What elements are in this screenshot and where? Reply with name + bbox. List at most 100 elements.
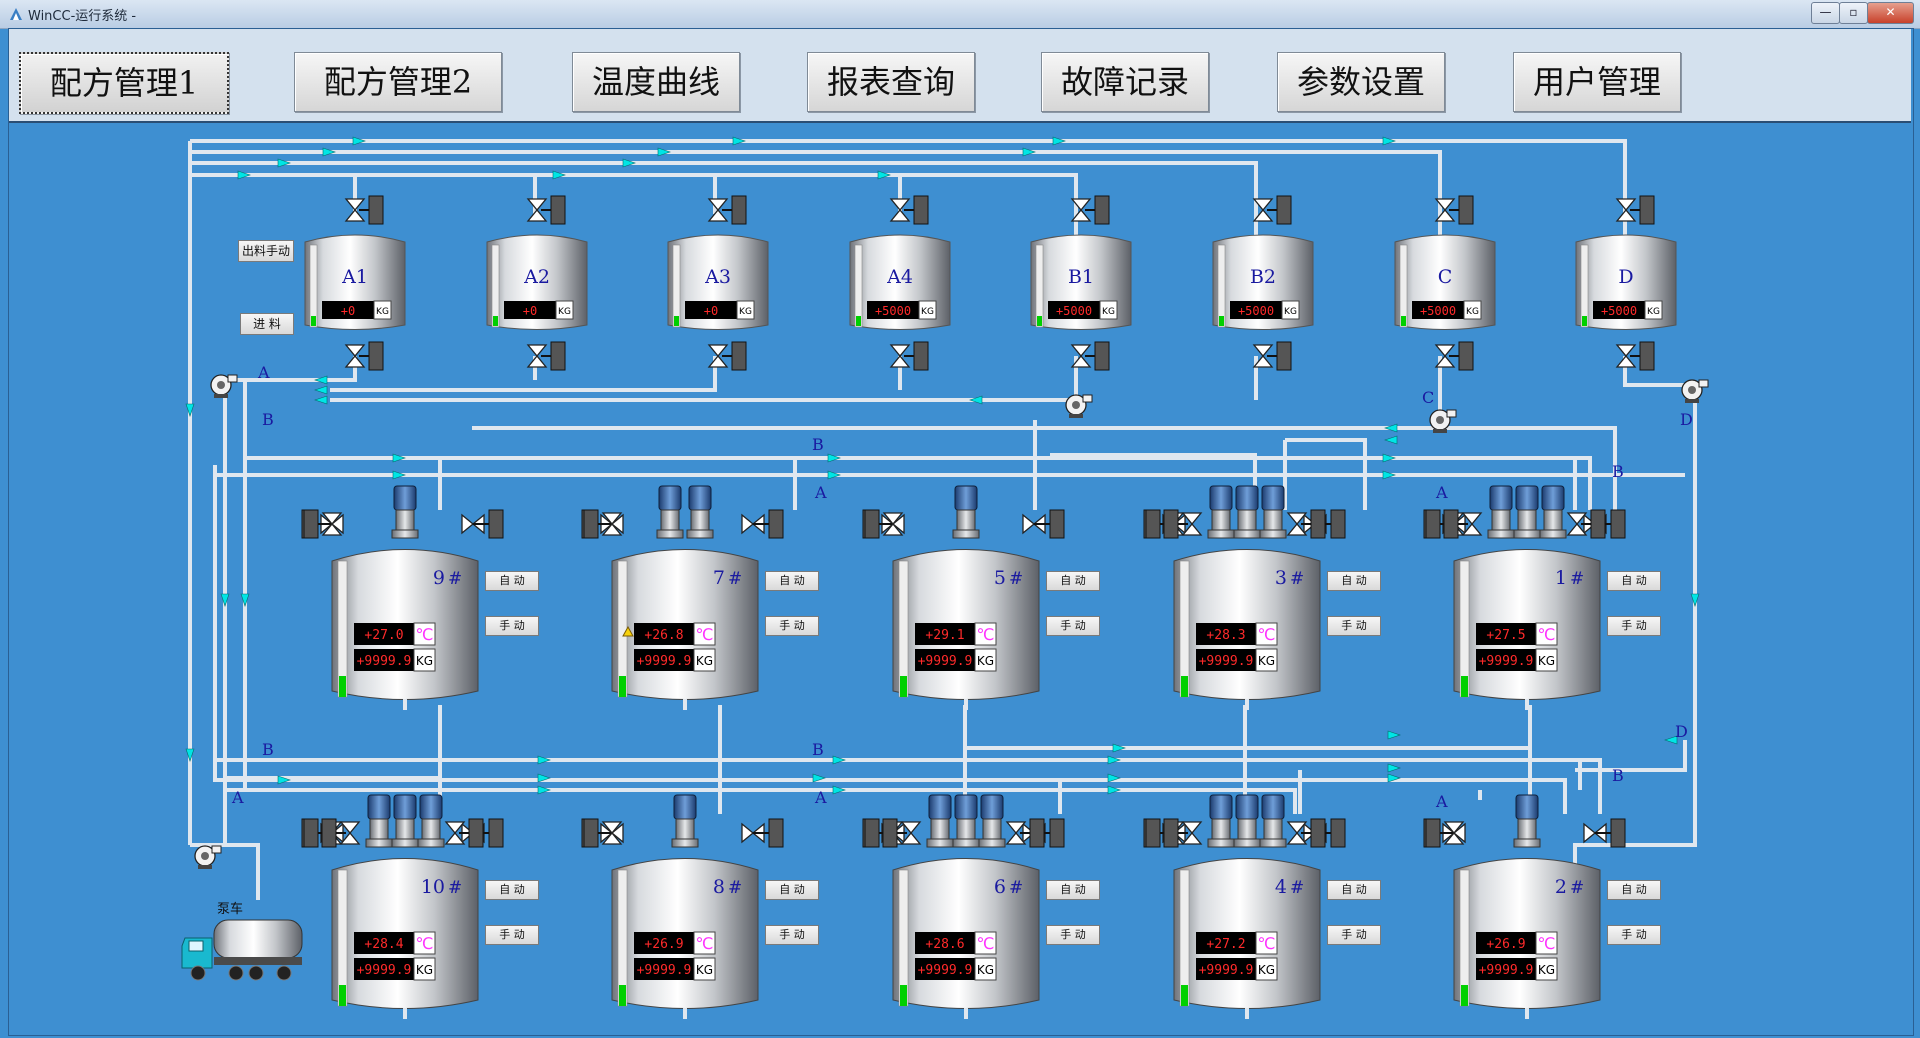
temperature-display [1476,932,1536,954]
valve-actuator [550,195,566,225]
weight-unit-box [974,648,997,672]
menu-temperature-curve-button[interactable]: 温度曲线 [572,52,740,112]
temperature-value: +28.4 [364,937,403,952]
manual-mode-button[interactable]: 手 动 [1046,616,1100,636]
gearbox [1263,818,1283,840]
weight-display [1196,958,1256,980]
motor-body [928,794,952,820]
auto-mode-button[interactable]: 自 动 [1327,571,1381,591]
temp-unit-box [974,622,997,646]
valve [1022,509,1065,539]
manual-mode-button[interactable]: 手 动 [1046,925,1100,945]
auto-mode-button[interactable]: 自 动 [1607,571,1661,591]
menu-recipe-1-button[interactable]: 配方管理1 [19,52,229,114]
manual-mode-button[interactable]: 手 动 [1327,925,1381,945]
menu-fault-record-button[interactable]: 故障记录 [1041,52,1209,112]
unit-label: KG [376,307,389,317]
valve-actuator [1590,509,1606,539]
valve [741,818,784,848]
manual-mode-button[interactable]: 手 动 [1607,616,1661,636]
line-label-b: B [1612,462,1624,481]
auto-mode-button[interactable]: 自 动 [485,880,539,900]
agitator-motor [1207,794,1235,848]
menu-parameter-settings-button[interactable]: 参数设置 [1277,52,1445,112]
auto-mode-button[interactable]: 自 动 [765,571,819,591]
valve [344,341,384,371]
pump-outlet [1082,394,1093,403]
manual-mode-button[interactable]: 手 动 [485,616,539,636]
auto-mode-button[interactable]: 自 动 [1607,880,1661,900]
valve [889,341,929,371]
valve-actuator [913,195,929,225]
valve-body [889,198,911,222]
pipe-segment [215,758,1602,814]
reactor-number: 5 [994,567,1006,589]
manual-mode-button[interactable]: 手 动 [485,925,539,945]
motor-body [1541,485,1565,511]
agitator-motor [1513,794,1541,848]
motor-body [1489,485,1513,511]
agitator-motor [952,794,980,848]
manual-mode-button[interactable]: 手 动 [765,616,819,636]
temp-unit-box [413,931,436,955]
flow-arrow [1382,453,1396,463]
manual-discharge-button[interactable]: 出料手动 [238,240,294,262]
tank-name-label: B1 [1068,266,1094,288]
flow-arrow [352,136,366,146]
truck-wheel [276,965,292,981]
motor-flange [1259,529,1287,539]
weight-value: +9999.9 [637,963,692,978]
motor-flange [1233,529,1261,539]
pump-icon [1681,379,1709,403]
agitator-motor [1513,485,1541,539]
valve-actuator [731,341,747,371]
motor-body [673,794,697,820]
manual-mode-button[interactable]: 手 动 [765,925,819,945]
pump-icon [194,845,222,869]
feed-button[interactable]: 进 料 [240,313,294,335]
valve-body [889,344,911,368]
tank-name-label: B2 [1250,266,1276,288]
pump-outlet [1698,379,1709,388]
flow-arrow [314,375,328,385]
line-label-c: C [1422,388,1434,407]
auto-mode-button[interactable]: 自 动 [1046,571,1100,591]
motor-flange [1487,529,1515,539]
auto-mode-button[interactable]: 自 动 [765,880,819,900]
weight-value: +5000 [1238,304,1274,318]
level-fill [311,316,316,326]
gearbox [369,818,389,840]
close-button[interactable]: ✕ [1867,2,1914,24]
auto-mode-button[interactable]: 自 动 [485,571,539,591]
menu-recipe-2-button[interactable]: 配方管理2 [294,52,502,112]
flow-arrow [1387,773,1401,783]
motor-body [954,485,978,511]
pump-hub [1688,386,1696,394]
minimize-button[interactable]: — [1811,2,1840,24]
temperature-display [1196,623,1256,645]
flow-arrow [877,170,891,180]
temp-unit-label: ℃ [1538,934,1556,953]
manual-mode-button[interactable]: 手 动 [1327,616,1381,636]
weight-display [1476,958,1536,980]
temp-unit-label: ℃ [416,934,434,953]
valve [1583,818,1626,848]
menu-report-query-button[interactable]: 报表查询 [807,52,975,112]
valve-actuator [1458,341,1474,371]
line-label-a: A [814,788,827,807]
gearbox [1211,509,1231,531]
valve-actuator [1163,818,1179,848]
gearbox [660,509,680,531]
menu-user-management-button[interactable]: 用户管理 [1513,52,1681,112]
unit-box [1099,300,1118,320]
manual-mode-button[interactable]: 手 动 [1607,925,1661,945]
auto-mode-button[interactable]: 自 动 [1327,880,1381,900]
auto-mode-button[interactable]: 自 动 [1046,880,1100,900]
temperature-value: +27.2 [1206,937,1245,952]
motor-body [1261,485,1285,511]
